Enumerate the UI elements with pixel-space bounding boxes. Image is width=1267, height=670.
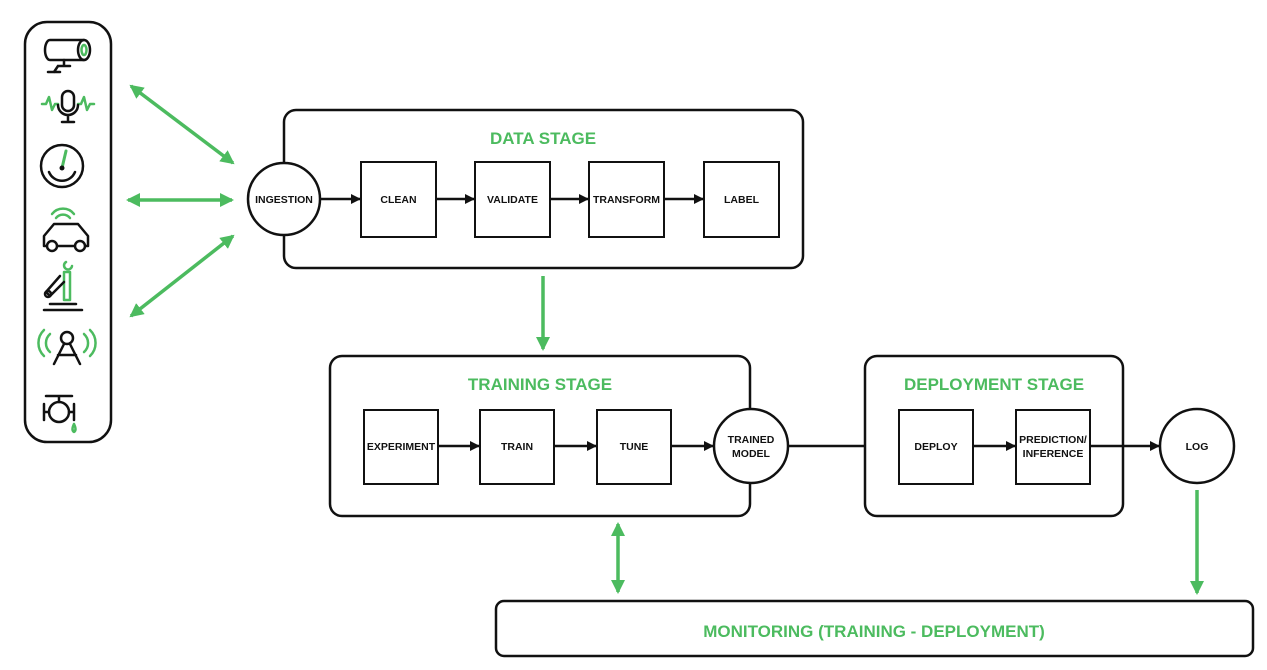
label-box <box>703 161 780 238</box>
source-arrows <box>126 84 235 318</box>
data-stage-title: DATA STAGE <box>490 129 596 148</box>
sources-panel <box>23 20 113 444</box>
ingestion-label: INGESTION <box>255 194 313 206</box>
tune-box <box>596 409 672 485</box>
clean-label: CLEAN <box>380 194 416 206</box>
experiment-label: EXPERIMENT <box>367 441 436 453</box>
transform-label: TRANSFORM <box>593 194 660 206</box>
gauge-icon <box>39 143 85 189</box>
tune-label: TUNE <box>620 441 649 453</box>
train-label: TRAIN <box>501 441 533 453</box>
monitoring-title: MONITORING (TRAINING - DEPLOYMENT) <box>703 622 1045 641</box>
trained-model-label-line1: TRAINED <box>728 434 775 446</box>
prediction-label-line1: PREDICTION/ <box>1019 434 1087 446</box>
validate-label: VALIDATE <box>487 194 538 206</box>
robotic-arm-icon <box>42 260 84 312</box>
log-node <box>1158 407 1236 485</box>
clean-box <box>360 161 437 238</box>
trained-model-label-line2: MODEL <box>732 448 771 460</box>
radio-tower-icon <box>37 328 97 366</box>
transform-box <box>588 161 665 238</box>
deploy-label: DEPLOY <box>914 441 957 453</box>
deploy-box <box>898 409 974 485</box>
microphone-signal-icon <box>40 89 96 124</box>
pipe-camera-icon <box>43 38 92 74</box>
connected-car-icon <box>42 207 90 253</box>
validate-box <box>474 161 551 238</box>
experiment-box <box>363 409 439 485</box>
ingestion-node <box>246 161 322 237</box>
log-label: LOG <box>1186 441 1209 453</box>
train-box <box>479 409 555 485</box>
label-step-label: LABEL <box>724 194 760 206</box>
prediction-box <box>1015 409 1091 485</box>
trained-model-node <box>712 407 790 485</box>
prediction-label-line2: INFERENCE <box>1023 448 1084 460</box>
valve-icon <box>42 394 77 434</box>
monitoring-container <box>494 599 1255 658</box>
training-stage-title: TRAINING STAGE <box>468 375 612 394</box>
deployment-stage-title: DEPLOYMENT STAGE <box>904 375 1084 394</box>
